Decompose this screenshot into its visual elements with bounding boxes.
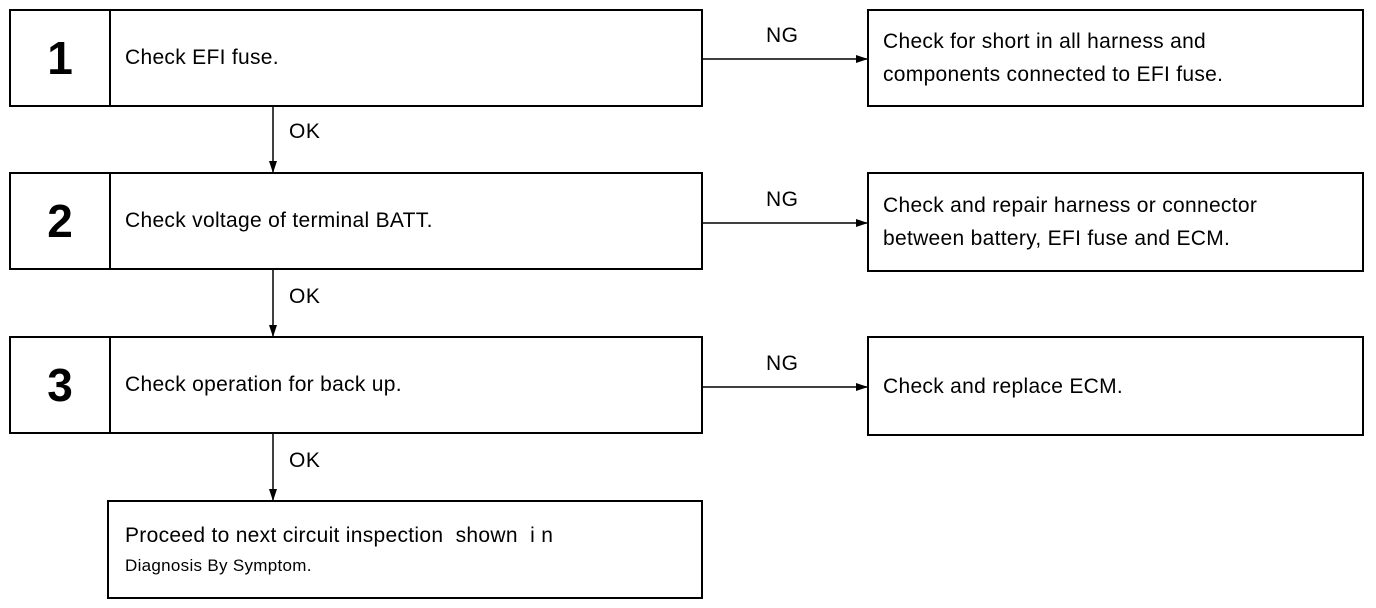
step-1-text: Check EFI fuse. — [125, 46, 279, 69]
final-step-line-1: Proceed to next circuit inspection shown… — [125, 523, 554, 547]
step-1-ok-label: OK — [289, 120, 321, 143]
step-1-ng-label: NG — [766, 24, 799, 47]
step-2-number: 2 — [11, 174, 111, 268]
step-3-ok-label: OK — [289, 449, 321, 472]
step-2-ng-result-line-1: Check and repair harness or connector — [883, 194, 1258, 217]
step-2-ng-result-line-2: between battery, EFI fuse and ECM. — [883, 227, 1231, 250]
step-3-ng-result-line-1: Check and replace ECM. — [883, 374, 1124, 398]
final-step-box: Proceed to next circuit inspection shown… — [107, 500, 703, 599]
step-2-ng-label: NG — [766, 188, 799, 211]
step-2-ng-result: Check and repair harness or connector be… — [867, 172, 1364, 272]
step-2-text: Check voltage of terminal BATT. — [125, 209, 433, 232]
step-2-box: 2 Check voltage of terminal BATT. — [9, 172, 703, 270]
step-1-ng-result: Check for short in all harness and compo… — [867, 9, 1364, 107]
step-3-box: 3 Check operation for back up. — [9, 336, 703, 434]
step-3-text: Check operation for back up. — [125, 373, 402, 396]
final-step-line-2: Diagnosis By Symptom. — [125, 555, 312, 575]
step-3-ng-result: Check and replace ECM. — [867, 336, 1364, 436]
step-1-ng-result-line-2: components connected to EFI fuse. — [883, 63, 1224, 86]
step-1-box: 1 Check EFI fuse. — [9, 9, 703, 107]
step-1-ng-result-line-1: Check for short in all harness and — [883, 30, 1207, 53]
step-3-ng-label: NG — [766, 352, 799, 375]
step-1-number: 1 — [11, 11, 111, 105]
step-2-ok-label: OK — [289, 285, 321, 308]
step-3-number: 3 — [11, 338, 111, 432]
